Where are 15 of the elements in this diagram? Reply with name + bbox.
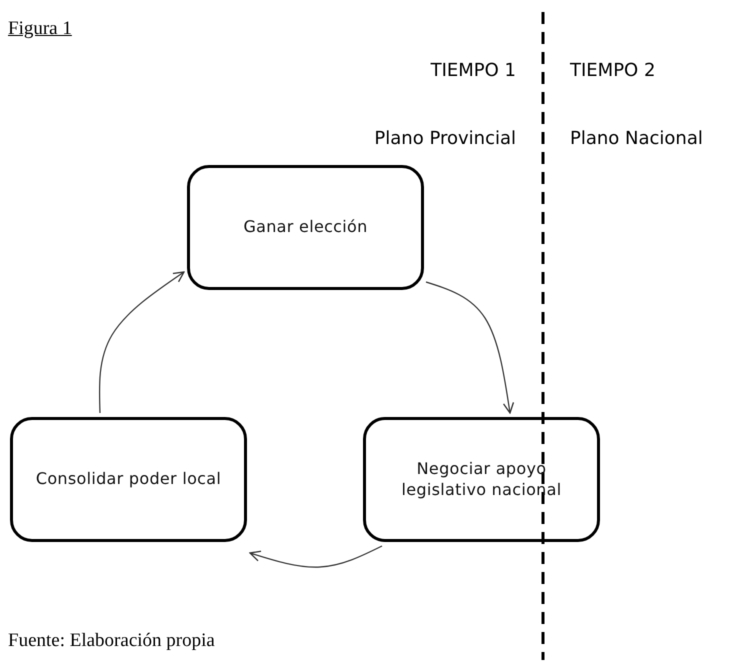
rounded-box (10, 417, 247, 542)
box-label: Ganar elección (242, 217, 369, 238)
rounded-box (363, 417, 600, 542)
column-heading: Plano Provincial (374, 128, 516, 149)
source-note: Fuente: Elaboración propia (8, 630, 215, 652)
curved-arrow (426, 281, 514, 414)
curved-arrow (98, 271, 185, 414)
figure-title: Figura 1 (8, 18, 72, 40)
curved-arrow (249, 545, 382, 568)
rounded-box (187, 165, 424, 290)
column-heading: Plano Nacional (570, 128, 703, 149)
column-heading: TIEMPO 2 (570, 60, 656, 81)
column-heading: TIEMPO 1 (430, 60, 516, 81)
box-label: Consolidar poder local (34, 469, 222, 490)
box-label: Negociar apoyo legislativo nacional (400, 458, 562, 500)
